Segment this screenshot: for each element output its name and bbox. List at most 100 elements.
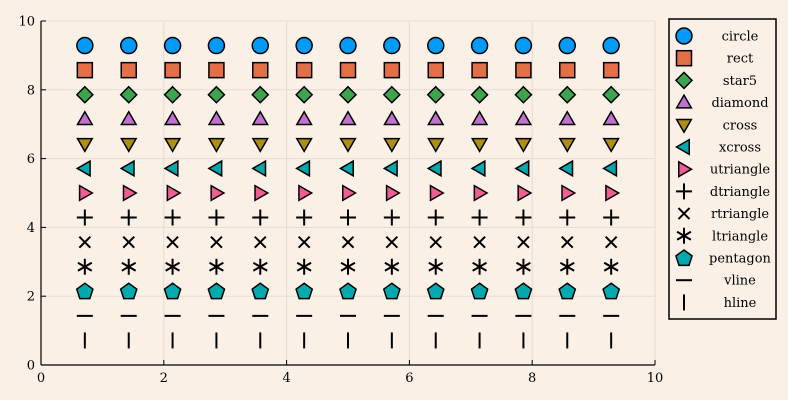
data-point-circle [558, 36, 577, 55]
data-point-star5 [558, 85, 577, 104]
data-point-rtriangle [517, 235, 530, 249]
data-point-dtriangle [340, 209, 356, 226]
data-point-dtriangle [471, 209, 488, 226]
data-point-cross [602, 137, 620, 153]
data-point-utriangle [605, 184, 621, 202]
data-point-ltriangle [472, 258, 488, 275]
legend-marker-utriangle [678, 160, 694, 178]
legend-marker-xcross [674, 138, 690, 156]
data-point-rect [559, 61, 576, 79]
data-point-circle [383, 36, 401, 55]
data-point-cross [339, 137, 357, 153]
data-point-rect [120, 61, 137, 79]
legend-label: dtriangle [710, 185, 771, 200]
series-hline [83, 332, 613, 349]
data-point-utriangle [385, 184, 401, 202]
data-point-rtriangle [166, 235, 179, 249]
data-point-rect [339, 61, 357, 79]
data-point-diamond [207, 110, 226, 126]
series-utriangle [78, 184, 621, 202]
x-tick-label: 6 [405, 371, 413, 386]
series-dtriangle [76, 209, 620, 226]
data-point-xcross [426, 159, 442, 178]
legend: circlerectstar5diamondcrossxcrossutriang… [668, 18, 777, 320]
data-point-dtriangle [252, 209, 269, 226]
data-point-rtriangle [429, 235, 442, 249]
series-cross [76, 137, 620, 153]
data-point-dtriangle [515, 209, 532, 226]
data-point-utriangle [166, 184, 182, 202]
data-point-rtriangle [341, 235, 355, 249]
data-point-xcross [602, 159, 618, 178]
legend-item-diamond: diamond [675, 93, 769, 111]
data-point-rtriangle [254, 235, 267, 249]
data-point-star5 [382, 85, 401, 104]
data-point-star5 [470, 85, 489, 104]
data-point-pentagon [251, 282, 270, 300]
data-point-rect [295, 61, 313, 79]
data-point-diamond [558, 110, 576, 126]
data-point-diamond [163, 110, 182, 126]
legend-item-circle: circle [675, 27, 759, 45]
data-point-diamond [602, 110, 620, 126]
x-tick-label: 4 [282, 371, 290, 386]
data-point-rect [208, 61, 225, 79]
data-point-ltriangle [77, 258, 93, 275]
data-point-circle [426, 36, 445, 55]
legend-label: hline [724, 296, 757, 311]
data-point-utriangle [561, 184, 577, 202]
data-point-pentagon [295, 282, 314, 300]
data-point-diamond [383, 110, 401, 126]
series-star5 [75, 85, 621, 104]
data-point-dtriangle [208, 209, 225, 226]
data-point-diamond [427, 110, 445, 126]
x-tick-label: 0 [37, 371, 45, 386]
data-point-star5 [75, 85, 94, 104]
legend-item-star5: star5 [674, 71, 757, 90]
data-point-rtriangle [473, 235, 486, 249]
data-point-rect [471, 61, 488, 79]
data-point-diamond [514, 110, 533, 126]
legend-item-pentagon: pentagon [675, 249, 772, 267]
data-point-xcross [207, 159, 223, 178]
data-point-rect [76, 61, 94, 79]
data-point-xcross [470, 159, 486, 178]
y-tick-label: 8 [27, 83, 35, 98]
legend-marker-star5 [674, 71, 694, 90]
data-point-pentagon [470, 282, 489, 300]
data-point-utriangle [254, 184, 270, 202]
x-tick-label: 8 [528, 371, 536, 386]
data-point-dtriangle [164, 209, 181, 226]
data-point-pentagon [382, 282, 401, 300]
y-tick-label: 10 [18, 15, 35, 30]
data-point-utriangle [342, 184, 358, 202]
data-point-star5 [207, 85, 226, 104]
legend-item-cross: cross [675, 118, 758, 134]
data-point-rtriangle [561, 235, 574, 249]
data-point-cross [120, 137, 138, 153]
legend-label: cross [723, 118, 758, 133]
data-point-diamond [295, 110, 313, 126]
legend-label: xcross [719, 141, 761, 156]
data-point-ltriangle [208, 258, 224, 275]
data-point-star5 [426, 85, 445, 104]
data-point-xcross [514, 159, 530, 178]
legend-marker-ltriangle [676, 227, 692, 244]
data-point-dtriangle [383, 209, 400, 226]
data-point-rtriangle [78, 235, 92, 249]
legend-marker-circle [675, 27, 693, 45]
legend-item-hline: hline [683, 294, 757, 311]
data-point-ltriangle [603, 258, 619, 275]
data-point-cross [514, 137, 533, 153]
data-point-cross [383, 137, 401, 153]
data-point-ltriangle [559, 258, 575, 275]
series-diamond [76, 110, 620, 126]
data-point-xcross [119, 159, 135, 178]
legend-item-dtriangle: dtriangle [676, 183, 770, 200]
legend-marker-rtriangle [677, 207, 691, 220]
series-ltriangle [77, 258, 619, 275]
data-point-rect [164, 61, 181, 79]
legend-label: rtriangle [711, 207, 769, 222]
